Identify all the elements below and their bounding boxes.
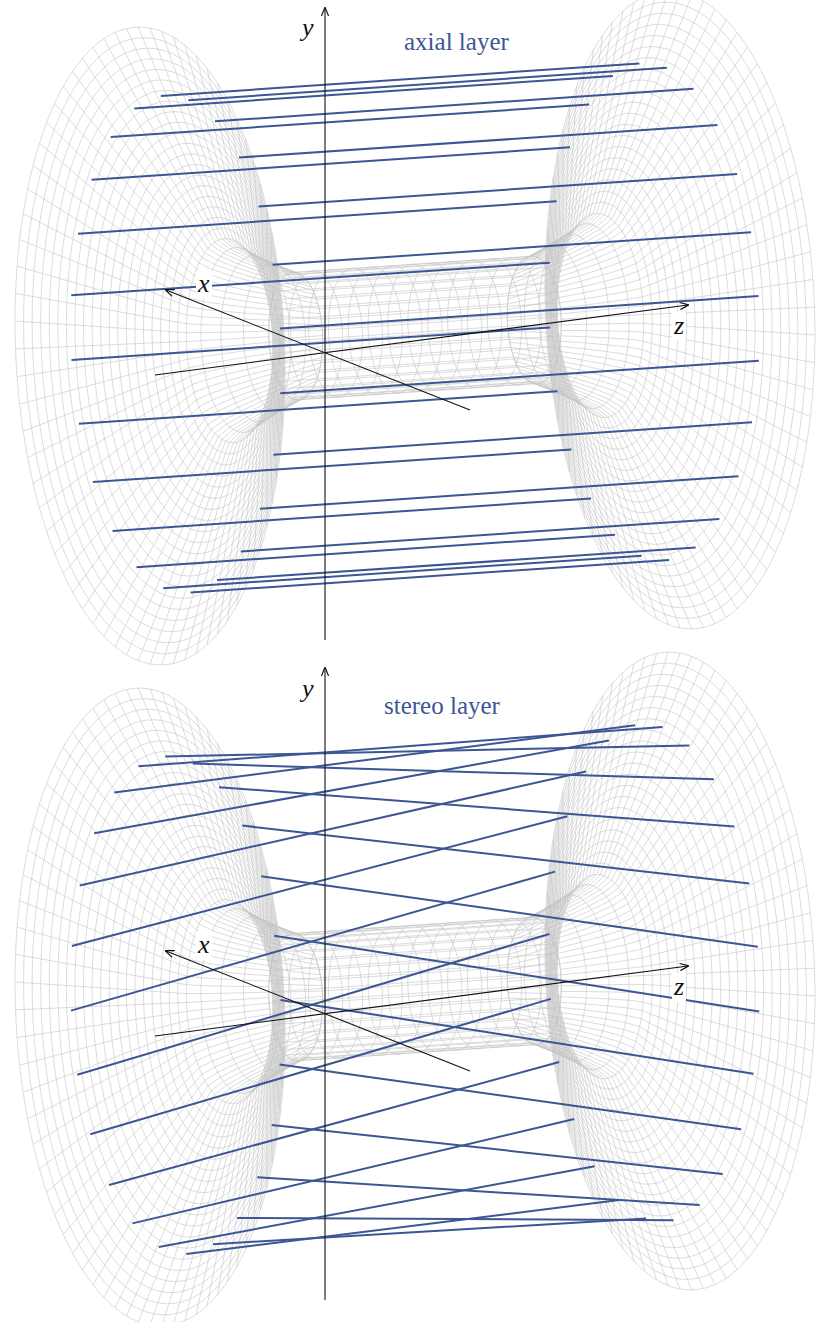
coordinate-axes [155,8,688,640]
sense-wire [80,772,586,886]
axis-line [155,305,688,375]
sense-wire [280,1000,753,1074]
sense-wire [273,422,752,455]
axis-label: z [672,973,686,1002]
sense-wire [132,1119,574,1223]
layer-title: stereo layer [382,692,502,720]
axis-line [324,668,325,1300]
endplate-mesh [15,0,815,665]
sense-wire [242,826,749,884]
sense-wire [241,519,720,552]
sense-wire [113,498,592,531]
sense-wire [72,816,568,946]
axis-label: x [196,270,212,299]
sense-wire [261,876,758,946]
axis-label: x [196,931,212,960]
sense-wire [272,1125,723,1174]
sense-wire [186,1200,619,1254]
axis-line [324,8,325,640]
sense-wire [79,391,558,424]
sense-wire [161,63,640,96]
wire-layer [71,725,759,1254]
sense-wire [193,764,714,780]
sense-wire [191,560,670,593]
coordinate-axes [155,668,688,1300]
wire-layer [71,63,759,592]
sense-wire [215,89,694,122]
sense-wire [109,1062,559,1185]
sense-wire [219,787,734,826]
sense-wire [280,296,759,329]
sense-wire [257,1177,699,1205]
sense-wire [77,934,549,1075]
axis-line [166,951,470,1071]
sense-wire [78,201,557,234]
sense-wire [90,999,551,1134]
sense-wire [259,174,738,207]
sense-wire [136,535,615,568]
sense-wire [94,741,609,834]
axis-line [166,290,470,410]
sense-wire [239,125,718,158]
sense-wire [71,263,550,296]
sense-wire [159,1166,595,1247]
axis-label: z [672,312,686,341]
sense-wire [93,450,572,483]
sense-wire [165,745,689,756]
sense-wire [111,105,590,138]
axis-line [155,966,688,1036]
axis-label: y [300,14,316,43]
sense-wire [274,936,759,1012]
endplate-mesh [15,652,815,1322]
sense-wire [280,361,759,394]
sense-wire [273,232,752,265]
sense-wire [213,1219,646,1245]
layer-title: axial layer [402,28,511,56]
axis-label: y [300,675,316,704]
